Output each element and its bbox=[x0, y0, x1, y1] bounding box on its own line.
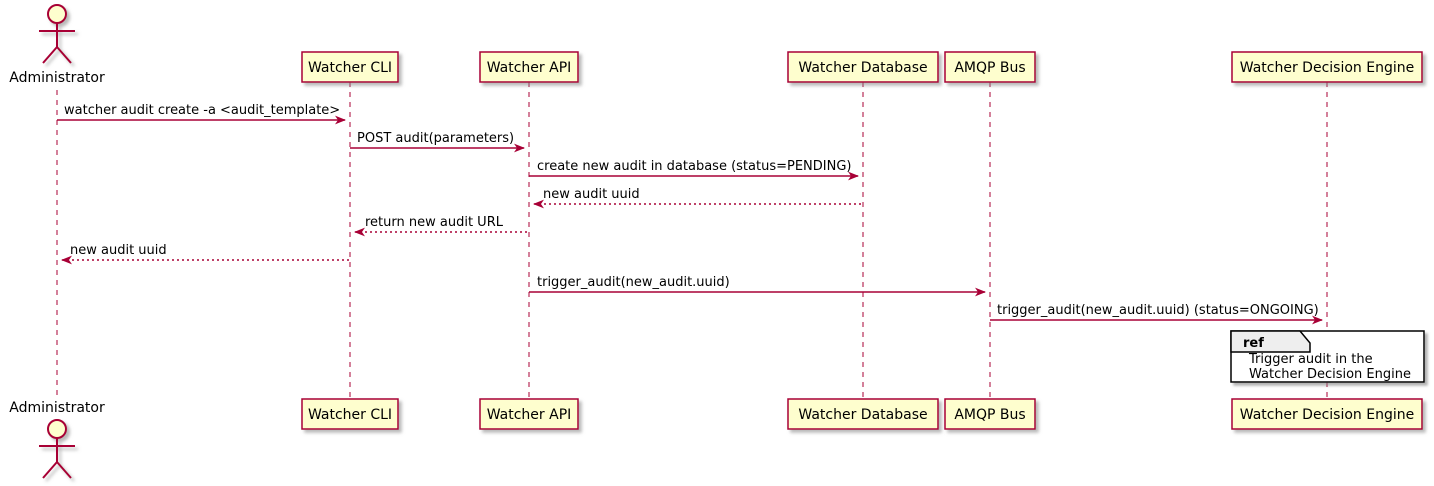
message-label: return new audit URL bbox=[365, 215, 504, 230]
ref-fragment-line-1: Trigger audit in the bbox=[1248, 352, 1373, 367]
participant-boxes-top: Watcher CLI Watcher API Watcher Database… bbox=[301, 51, 1423, 83]
message-label: trigger_audit(new_audit.uuid) bbox=[537, 275, 730, 290]
message-6-new-audit-uuid[interactable]: new audit uuid bbox=[61, 243, 350, 265]
participant-label: AMQP Bus bbox=[954, 60, 1025, 76]
message-4-new-audit-uuid[interactable]: new audit uuid bbox=[533, 187, 863, 209]
message-3-create-new-audit[interactable]: create new audit in database (status=PEN… bbox=[529, 159, 859, 181]
participant-db-top[interactable]: Watcher Database bbox=[787, 51, 939, 83]
participant-api-bottom[interactable]: Watcher API bbox=[479, 398, 579, 430]
actor-administrator-bottom[interactable]: Administrator bbox=[9, 400, 105, 479]
participant-box-rect bbox=[944, 398, 1036, 430]
actor-stick-figure-top bbox=[39, 4, 75, 64]
actor-left-leg-bottom bbox=[42, 461, 58, 479]
participant-label: Watcher CLI bbox=[308, 60, 392, 76]
participant-box-rect bbox=[479, 398, 579, 430]
actor-label-top: Administrator bbox=[9, 70, 105, 86]
actor-head-icon bbox=[47, 4, 67, 24]
message-7-trigger-audit[interactable]: trigger_audit(new_audit.uuid) bbox=[529, 275, 986, 297]
message-label: new audit uuid bbox=[70, 243, 167, 258]
actor-right-leg bbox=[56, 46, 72, 64]
participant-label: Watcher API bbox=[487, 60, 572, 76]
ref-fragment-tab-label: ref bbox=[1243, 336, 1264, 351]
participant-label: Watcher Decision Engine bbox=[1240, 60, 1414, 76]
messages-group: watcher audit create -a <audit_template>… bbox=[57, 103, 1323, 325]
participant-box-rect bbox=[301, 51, 399, 83]
actor-stick-figure-bottom bbox=[39, 419, 75, 479]
actor-head-icon-bottom bbox=[47, 419, 67, 439]
participant-wde-top[interactable]: Watcher Decision Engine bbox=[1231, 51, 1423, 83]
message-label: watcher audit create -a <audit_template> bbox=[64, 103, 340, 118]
participant-wde-bottom[interactable]: Watcher Decision Engine bbox=[1231, 398, 1423, 430]
participant-label: Watcher CLI bbox=[308, 407, 392, 423]
message-label: create new audit in database (status=PEN… bbox=[537, 159, 852, 174]
ref-fragment[interactable]: ref Trigger audit in the Watcher Decisio… bbox=[1230, 330, 1425, 383]
participant-cli-top[interactable]: Watcher CLI bbox=[301, 51, 399, 83]
message-5-return-new-audit-url[interactable]: return new audit URL bbox=[354, 215, 529, 237]
participant-label: Watcher Database bbox=[798, 60, 927, 76]
participant-box-rect bbox=[1231, 398, 1423, 430]
message-label: new audit uuid bbox=[543, 187, 640, 202]
participant-db-bottom[interactable]: Watcher Database bbox=[787, 398, 939, 430]
message-2-post-audit[interactable]: POST audit(parameters) bbox=[350, 131, 525, 153]
participant-cli-bottom[interactable]: Watcher CLI bbox=[301, 398, 399, 430]
participant-boxes-bottom: Watcher CLI Watcher API Watcher Database… bbox=[301, 398, 1423, 430]
ref-fragment-line-2: Watcher Decision Engine bbox=[1249, 367, 1411, 382]
participant-box-rect bbox=[787, 398, 939, 430]
participant-box-rect bbox=[479, 51, 579, 83]
participant-api-top[interactable]: Watcher API bbox=[479, 51, 579, 83]
participant-label: Watcher Database bbox=[798, 407, 927, 423]
participant-bus-bottom[interactable]: AMQP Bus bbox=[944, 398, 1036, 430]
participant-label: Watcher Decision Engine bbox=[1240, 407, 1414, 423]
message-label: trigger_audit(new_audit.uuid) (status=ON… bbox=[997, 303, 1319, 318]
message-label: POST audit(parameters) bbox=[357, 131, 514, 146]
participant-box-rect bbox=[787, 51, 939, 83]
actor-left-leg bbox=[42, 46, 58, 64]
ref-fragment-tab bbox=[1230, 330, 1311, 353]
participant-label: Watcher API bbox=[487, 407, 572, 423]
message-1-watcher-audit-create[interactable]: watcher audit create -a <audit_template> bbox=[57, 103, 346, 125]
message-8-trigger-audit-ongoing[interactable]: trigger_audit(new_audit.uuid) (status=ON… bbox=[990, 303, 1323, 325]
participant-label: AMQP Bus bbox=[954, 407, 1025, 423]
participant-box-rect bbox=[944, 51, 1036, 83]
actor-right-leg-bottom bbox=[56, 461, 72, 479]
participant-box-rect bbox=[301, 398, 399, 430]
actor-administrator-top[interactable]: Administrator bbox=[9, 4, 105, 86]
participant-box-rect bbox=[1231, 51, 1423, 83]
participant-bus-top[interactable]: AMQP Bus bbox=[944, 51, 1036, 83]
lifelines-group bbox=[56, 82, 1328, 399]
actor-label-bottom: Administrator bbox=[9, 400, 105, 416]
